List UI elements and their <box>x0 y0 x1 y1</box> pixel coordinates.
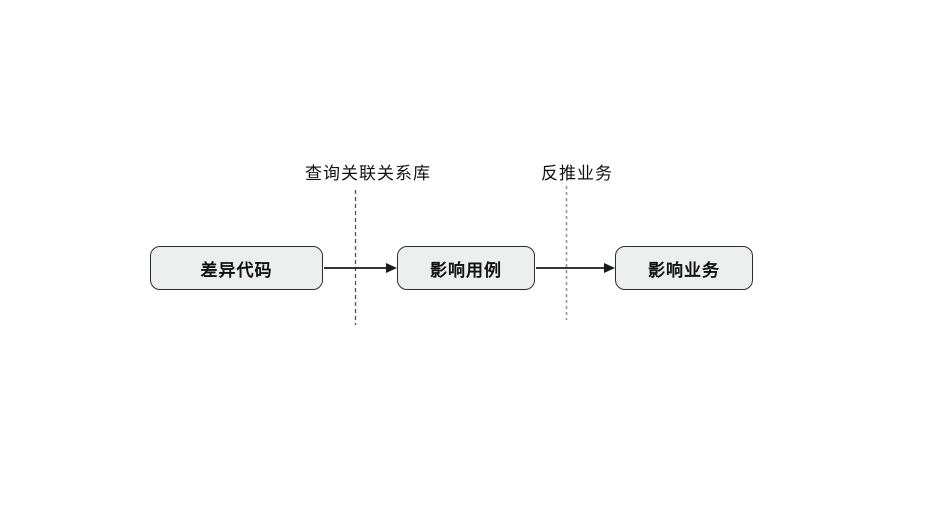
node-affected-business: 影响业务 <box>615 246 753 290</box>
arrowhead-icon <box>604 263 615 273</box>
arrowhead-icon <box>386 263 397 273</box>
node-affected-cases: 影响用例 <box>397 246 535 290</box>
node-diff-code: 差异代码 <box>150 246 323 290</box>
transition-label-derive-business: 反推业务 <box>541 164 613 183</box>
arrow-diff-code-to-affected-cases <box>324 263 397 273</box>
transition-label-query-relation-db: 查询关联关系库 <box>305 164 431 183</box>
arrow-affected-cases-to-affected-business <box>536 263 615 273</box>
